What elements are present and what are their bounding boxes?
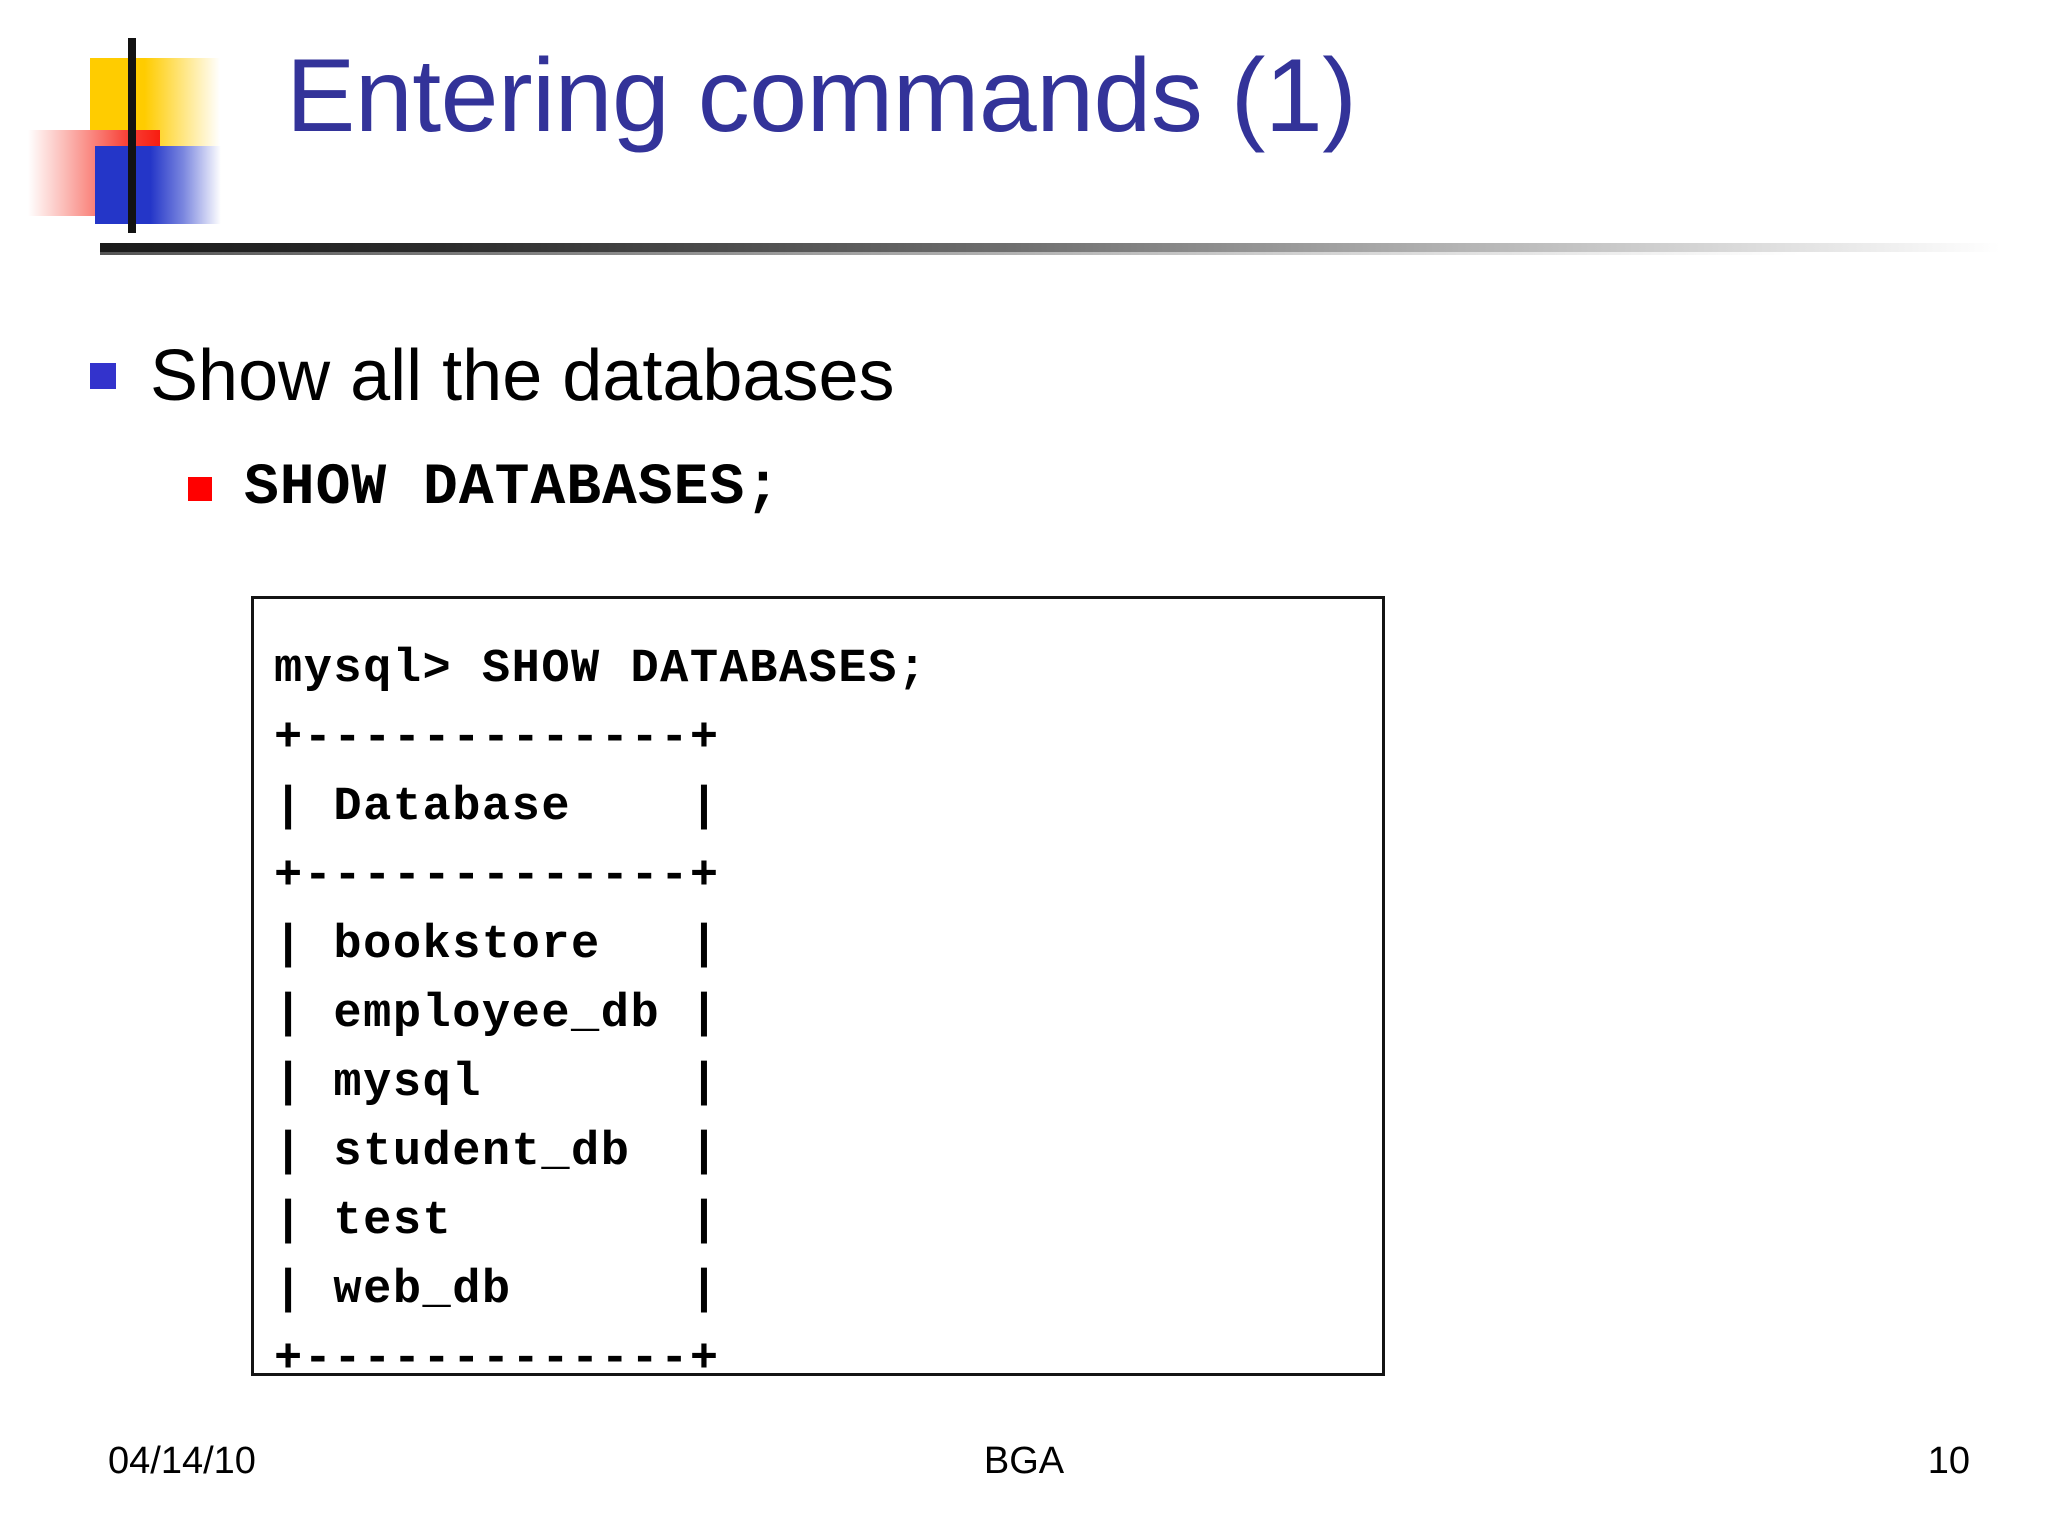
logo-vertical-bar <box>128 38 136 233</box>
bullet-level2: SHOW DATABASES; <box>188 460 781 518</box>
terminal-output-text: mysql> SHOW DATABASES; +-------------+ |… <box>274 643 928 1386</box>
terminal-output-box: mysql> SHOW DATABASES; +-------------+ |… <box>251 596 1385 1386</box>
logo-blue-square <box>95 146 221 224</box>
title-divider-thin <box>100 252 1800 255</box>
bullet-level1-label: Show all the databases <box>150 336 895 416</box>
footer-date: 04/14/10 <box>108 1440 256 1482</box>
bullet-level1: Show all the databases <box>90 340 895 412</box>
bullet-square-icon <box>90 363 116 389</box>
slide-footer: 04/14/10 BGA 10 <box>0 1440 2048 1500</box>
title-divider <box>100 243 2000 252</box>
bullet-level2-label: SHOW DATABASES; <box>244 456 782 521</box>
decorative-logo <box>0 0 300 250</box>
footer-center-label: BGA <box>983 1440 1065 1482</box>
page-title: Entering commands (1) <box>286 38 1357 154</box>
sub-bullet-square-icon <box>188 477 212 501</box>
footer-page-number: 10 <box>1927 1440 1970 1482</box>
